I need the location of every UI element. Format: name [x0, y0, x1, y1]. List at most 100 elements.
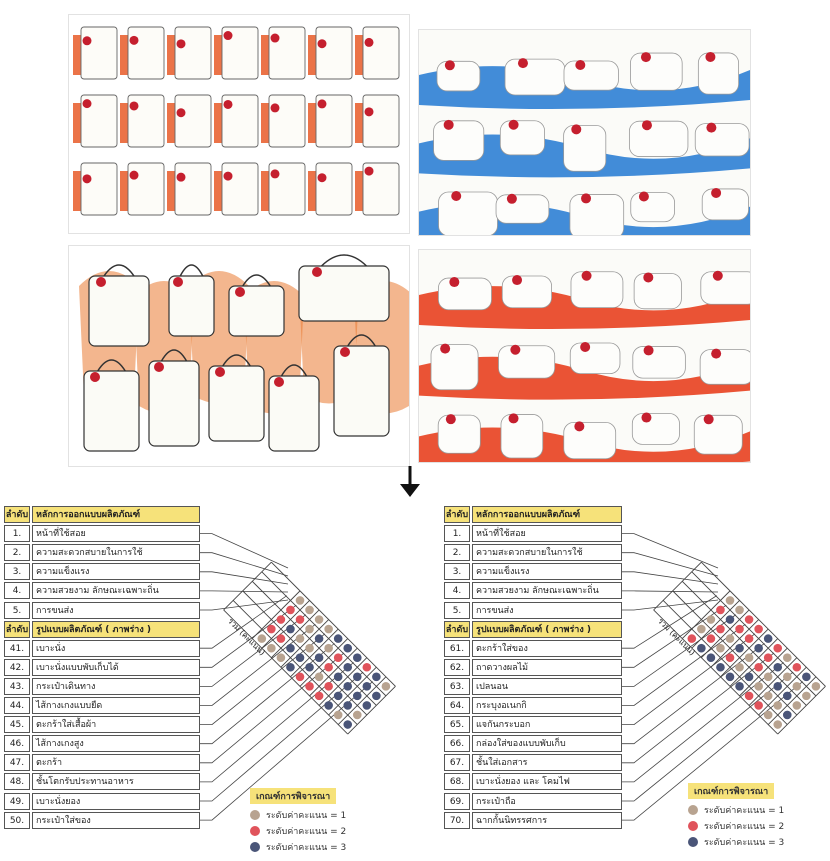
pin-mark — [318, 173, 327, 182]
legend-dot-icon — [250, 810, 260, 820]
left-legend-label-1: ระดับค่าคะแนน = 1 — [266, 808, 346, 822]
sketch-shape — [438, 415, 480, 453]
sketch-shape — [632, 414, 679, 445]
grid-line — [252, 581, 281, 610]
score-dot — [793, 663, 802, 672]
sketch-shape — [564, 61, 618, 90]
sketch-shape — [500, 121, 544, 155]
pin-mark — [271, 103, 280, 112]
pin-mark — [440, 344, 450, 354]
score-dot — [353, 653, 362, 662]
score-dot — [783, 672, 792, 681]
left-legend: เกณฑ์การพิจารณา ระดับค่าคะแนน = 1 ระดับค… — [250, 788, 346, 855]
score-dot — [754, 644, 763, 653]
right-legend-item-3: ระดับค่าคะแนน = 3 — [688, 834, 784, 850]
sketch-shape — [434, 121, 484, 161]
sketch-blue-strips-drawing — [419, 30, 750, 235]
pin-mark — [224, 100, 233, 109]
sketch-shape — [438, 278, 491, 310]
package-sketch — [316, 163, 352, 215]
score-dot — [735, 663, 744, 672]
connector-line — [622, 643, 765, 743]
score-dot — [334, 672, 343, 681]
score-dot — [802, 672, 811, 681]
pin-mark — [271, 169, 280, 178]
sketch-shape — [498, 346, 554, 378]
connector-line — [622, 591, 718, 592]
score-dot — [764, 634, 773, 643]
connector-line — [200, 653, 344, 763]
package-sketch — [363, 95, 399, 147]
sketch-shape — [439, 192, 498, 235]
pin-mark — [575, 60, 585, 70]
score-dot — [745, 615, 754, 624]
score-dot — [363, 663, 372, 672]
score-dot — [773, 644, 782, 653]
sketch-shape — [571, 272, 623, 308]
pin-mark — [177, 39, 186, 48]
grid-line — [262, 572, 291, 601]
pin-mark — [705, 52, 715, 62]
score-dot — [773, 682, 782, 691]
package-sketch — [81, 163, 117, 215]
pin-mark — [365, 38, 374, 47]
pin-mark — [83, 174, 92, 183]
pin-mark — [580, 342, 590, 352]
right-legend-label-3: ระดับค่าคะแนน = 3 — [704, 835, 784, 849]
score-dot — [343, 682, 352, 691]
left-legend-item-2: ระดับค่าคะแนน = 2 — [250, 823, 346, 839]
pin-mark — [312, 267, 322, 277]
score-dot — [707, 634, 716, 643]
score-dot — [343, 720, 352, 729]
down-arrow-icon — [396, 464, 424, 498]
bag-sketch — [299, 266, 389, 321]
sketch-shape — [505, 59, 565, 95]
right-legend-item-1: ระดับค่าคะแนน = 1 — [688, 802, 784, 818]
score-dot — [286, 606, 295, 615]
pin-mark — [509, 413, 519, 423]
connector-line — [622, 572, 718, 584]
score-dot — [305, 606, 314, 615]
pin-mark — [704, 414, 714, 424]
grid-line — [701, 562, 730, 591]
pin-mark — [130, 36, 139, 45]
score-dot — [258, 634, 267, 643]
sketch-shape — [633, 346, 686, 378]
sketch-orange-bags-drawing — [69, 246, 409, 466]
score-dot — [707, 653, 716, 662]
sketch-orange-packaging-drawing — [69, 15, 409, 233]
package-sketch — [316, 27, 352, 79]
pin-mark — [512, 275, 522, 285]
score-dot — [286, 625, 295, 634]
pin-mark — [582, 271, 592, 281]
legend-dot-icon — [688, 821, 698, 831]
score-dot — [334, 711, 343, 720]
score-dot — [277, 615, 286, 624]
score-dot — [305, 625, 314, 634]
score-dot — [726, 672, 735, 681]
package-sketch — [81, 27, 117, 79]
legend-dot-icon — [688, 805, 698, 815]
left-legend-item-3: ระดับค่าคะแนน = 3 — [250, 839, 346, 855]
score-dot — [745, 634, 754, 643]
bag-sketch — [209, 366, 264, 441]
sketch-orange-packaging — [68, 14, 410, 234]
score-dot — [315, 634, 324, 643]
grid-line — [701, 620, 796, 715]
score-dot — [372, 692, 381, 701]
score-dot — [343, 701, 352, 710]
score-dot — [315, 615, 324, 624]
sketch-shape — [634, 273, 681, 308]
score-dot — [343, 663, 352, 672]
pin-mark — [711, 349, 721, 359]
score-dot — [773, 720, 782, 729]
package-sketch — [128, 27, 164, 79]
score-dot — [716, 644, 725, 653]
score-dot — [315, 653, 324, 662]
right-legend-label-1: ระดับค่าคะแนน = 1 — [704, 803, 784, 817]
score-dot — [754, 682, 763, 691]
pin-mark — [271, 34, 280, 43]
score-dot — [726, 634, 735, 643]
sketch-shape — [501, 414, 543, 458]
sketch-shape — [629, 121, 688, 156]
